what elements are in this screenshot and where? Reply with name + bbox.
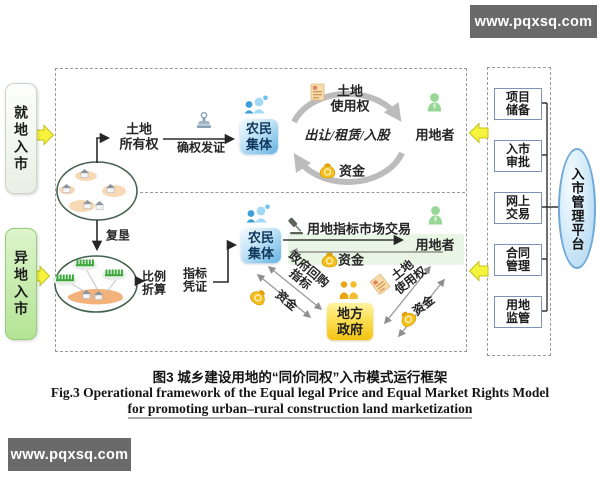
label-certification: 确权发证 [176,140,226,155]
platform-dashed-frame [487,67,551,356]
gavel-icon [287,217,303,235]
caption-chinese: 图3 城乡建设用地的“同价同权”入市模式运行框架 [152,370,448,385]
exchange-arrows [256,265,445,338]
caption-english-line1: Fig.3 Operational framework of the Equal… [50,385,550,400]
label-funds-return: 资金 [337,252,365,268]
local-government-box: 地方 政府 [327,303,373,340]
cycle-arc-bottom [293,151,405,185]
platform-module-contract-management: 合同 管理 [494,244,542,276]
label-land-use-right-top: 土地 使用权 [330,83,370,113]
watermark-bottom-left: www.pqxsq.com [8,438,131,471]
stamp-icon [196,111,212,129]
money-bag-icon-top [319,162,336,179]
platform-module-project-reserve: 项目 储备 [494,88,542,120]
label-reclamation: 复垦 [105,228,131,243]
village-circle [56,161,138,221]
caption-english-line2: for promoting urban–rural construction l… [0,401,600,419]
entry-label-local-marketization: 就地入市 [5,83,37,194]
label-quota-market-trade: 用地指标市场交易 [306,221,412,237]
exchange-cycle [291,90,405,185]
certificate-icon-top [310,83,325,101]
label-ratio-conversion: 比例 折算 [141,269,167,297]
crop-icon [53,274,77,286]
platform-module-land-supervision: 用地 监管 [494,296,542,328]
entry-label-offsite-marketization: 异地入市 [5,228,37,340]
yellow-arrow-local-entry [34,124,55,146]
watermark-top-right: www.pqxsq.com [470,5,597,38]
crop-icon [73,259,97,271]
label-quota-voucher: 指标 凭证 [182,266,208,294]
label-land-ownership: 土地 所有权 [119,121,159,151]
flow-divider-dashed-line [140,192,465,193]
farmland-circle [53,255,138,313]
yellow-arrow-platform-bottom [468,260,489,282]
platform-module-online-trading: 网上 交易 [494,192,542,224]
cycle-arc-top [291,90,402,124]
flow-lines-black [91,132,405,287]
main-dashed-frame [55,68,467,352]
money-bag-icon-return [321,251,338,268]
land-user-person-icon-bottom [428,206,443,225]
arrow-collective-government-2 [256,274,312,318]
farmers-collective-people-icon-top [244,95,268,114]
yellow-arrow-platform-top [468,122,489,144]
platform-connector-lines [540,102,558,312]
farmers-collective-people-icon-bottom [246,204,270,223]
highlight-band [288,234,464,265]
farmers-collective-box-top: 农民 集体 [240,119,278,154]
label-land-user-bottom: 用地者 [415,237,455,253]
money-bag-icon-left-diagonal [247,285,270,308]
farmers-collective-box-bottom: 农民 集体 [241,228,281,263]
crop-icon [102,269,126,281]
arrow-voucher-to-collective [213,239,238,283]
arrow-village-to-ownership [96,132,111,163]
platform-ellipse: 入市管理平台 [558,148,596,269]
platform-module-entry-approval: 入市 审批 [494,140,542,172]
label-land-user-top: 用地者 [415,127,455,143]
government-people-icon [339,281,358,299]
label-transfer-modes: 出让/租赁/入股 [304,127,390,143]
caption-english-line2-text: for promoting urban–rural construction l… [127,401,473,419]
label-funds-top: 资金 [338,163,366,179]
land-user-person-icon-top [427,93,442,112]
